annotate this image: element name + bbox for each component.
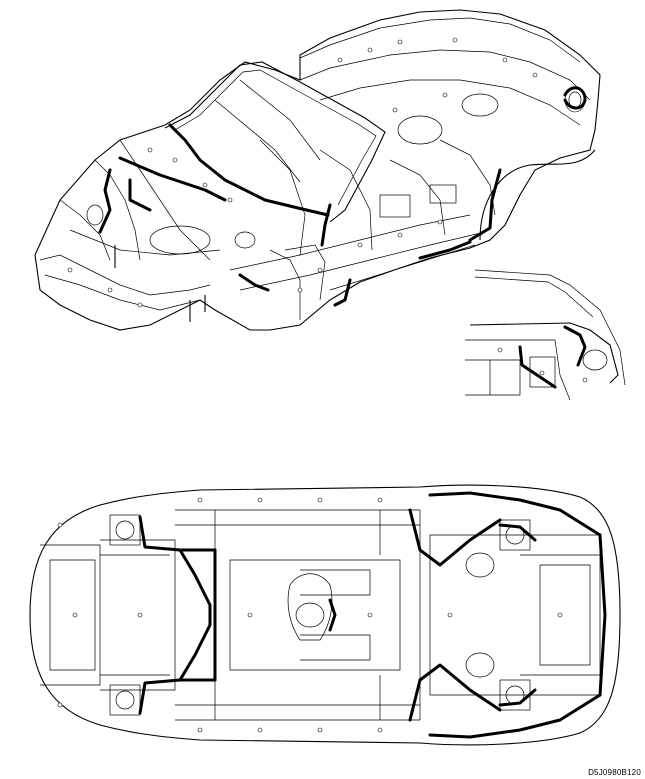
underbody-view [29,484,621,746]
detail-inset-view [465,269,626,401]
figure-code: D5J0980B120 [588,768,641,777]
